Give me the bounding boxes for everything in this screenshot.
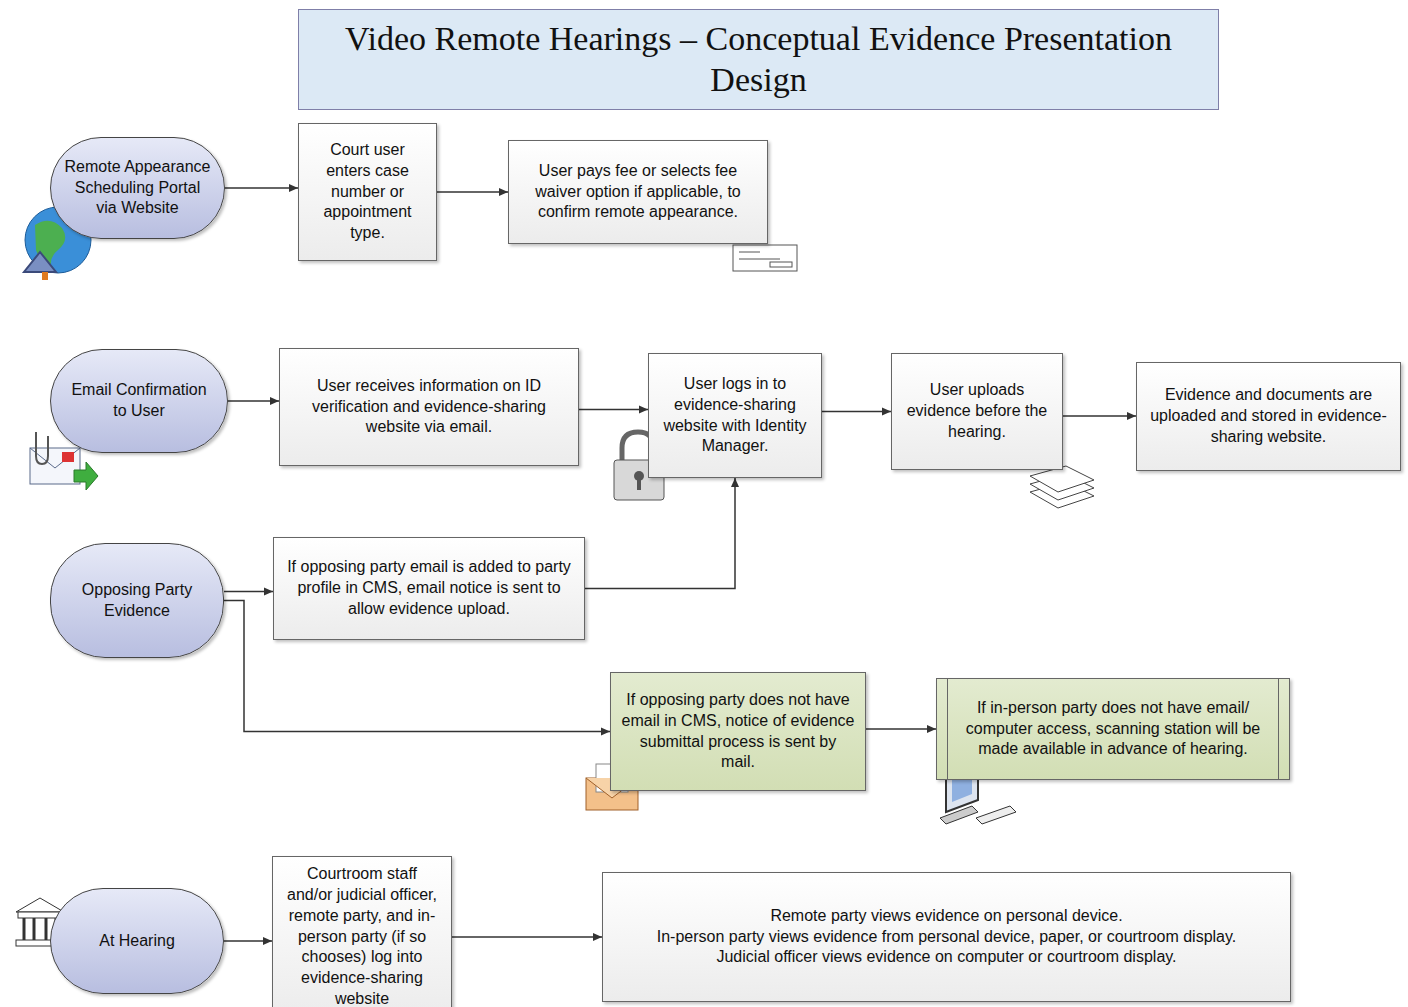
flow-arrow <box>452 936 602 938</box>
alternate-process-box: If in-person party does not have email/ … <box>936 678 1290 780</box>
alternate-process-box: If opposing party does not have email in… <box>610 672 866 791</box>
title-box: Video Remote Hearings – Conceptual Evide… <box>298 9 1219 110</box>
process-box: Court user enters case number or appoint… <box>298 123 437 261</box>
node-text: Judicial officer views evidence on compu… <box>716 947 1176 968</box>
start-terminator: Opposing Party Evidence <box>50 543 224 658</box>
diagram-title: Video Remote Hearings – Conceptual Evide… <box>319 19 1198 101</box>
side-bar <box>947 679 948 779</box>
check-icon <box>733 245 797 271</box>
document-stack-icon <box>1030 466 1094 508</box>
process-box: User pays fee or selects fee waiver opti… <box>508 140 768 244</box>
node-text: User uploads evidence before the hearing… <box>902 380 1052 442</box>
flow-arrow <box>224 940 272 942</box>
flow-arrow <box>822 411 891 413</box>
node-text: Court user enters case number or appoint… <box>309 140 426 244</box>
node-text: Evidence and documents are uploaded and … <box>1147 385 1390 447</box>
flow-arrow <box>1063 415 1136 417</box>
flow-arrow <box>437 191 508 193</box>
flow-arrow <box>585 478 735 589</box>
node-text: User logs in to evidence-sharing website… <box>659 374 811 457</box>
node-text: If opposing party email is added to part… <box>284 557 574 619</box>
process-box: User logs in to evidence-sharing website… <box>648 353 822 478</box>
start-terminator: At Hearing <box>50 888 224 994</box>
flow-arrow <box>579 409 648 411</box>
flow-arrow <box>224 591 273 593</box>
node-text: In-person party views evidence from pers… <box>657 927 1237 948</box>
node-text: Opposing Party Evidence <box>63 580 211 622</box>
flow-arrow <box>866 728 936 730</box>
flow-arrow <box>228 400 279 402</box>
start-terminator: Remote Appearance Scheduling Portal via … <box>50 137 225 239</box>
side-bar <box>1278 679 1279 779</box>
process-box: Evidence and documents are uploaded and … <box>1136 362 1401 471</box>
node-text: User pays fee or selects fee waiver opti… <box>519 161 757 223</box>
node-text: If in-person party does not have email/ … <box>953 698 1273 760</box>
node-text: Remote party views evidence on personal … <box>770 906 1122 927</box>
node-text: If opposing party does not have email in… <box>621 690 855 773</box>
node-text: Remote Appearance Scheduling Portal via … <box>63 157 212 219</box>
process-box: Courtroom staff and/or judicial officer,… <box>272 856 452 1007</box>
start-terminator: Email Confirmation to User <box>50 349 228 453</box>
node-text: Courtroom staff and/or judicial officer,… <box>283 864 441 1007</box>
flow-arrow <box>225 187 298 189</box>
process-box: If opposing party email is added to part… <box>273 537 585 640</box>
process-box: User receives information on ID verifica… <box>279 348 579 466</box>
node-text: Email Confirmation to User <box>63 380 215 422</box>
process-box: User uploads evidence before the hearing… <box>891 353 1063 470</box>
node-text: User receives information on ID verifica… <box>290 376 568 438</box>
node-text: At Hearing <box>99 931 175 952</box>
process-box: Remote party views evidence on personal … <box>602 872 1291 1002</box>
